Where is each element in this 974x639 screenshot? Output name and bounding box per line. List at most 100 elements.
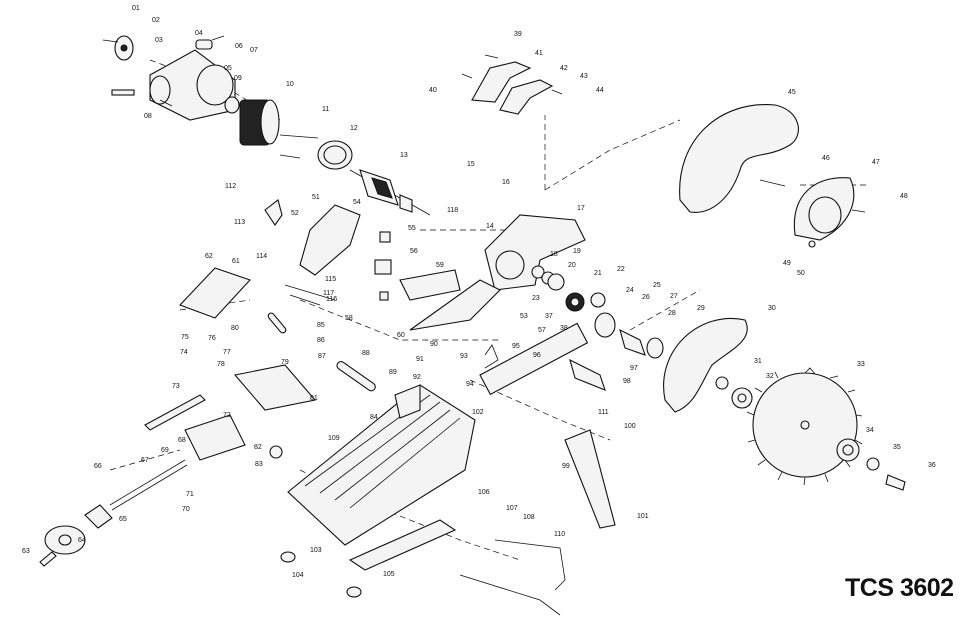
part-label-49: 49 — [783, 260, 791, 267]
part-label-39: 39 — [514, 31, 522, 38]
part-label-11: 11 — [322, 106, 329, 113]
part-label-76: 76 — [208, 335, 216, 342]
part-label-27: 27 — [670, 293, 678, 300]
part-label-03: 03 — [155, 37, 163, 44]
part-label-06: 06 — [235, 43, 243, 50]
part-label-41: 41 — [535, 50, 543, 57]
part-label-47: 47 — [872, 159, 880, 166]
part-label-100: 100 — [624, 423, 636, 430]
part-label-07: 07 — [250, 47, 258, 54]
part-label-82: 82 — [254, 444, 262, 451]
part-label-18: 18 — [550, 251, 558, 258]
part-label-14: 14 — [486, 223, 494, 230]
part-label-26: 26 — [642, 294, 650, 301]
part-label-96: 96 — [533, 352, 541, 359]
part-label-21: 21 — [594, 270, 602, 277]
part-label-05: 05 — [224, 65, 232, 72]
part-label-97: 97 — [630, 365, 638, 372]
part-label-20: 20 — [568, 262, 576, 269]
part-label-66: 66 — [94, 463, 102, 470]
part-label-40: 40 — [429, 87, 437, 94]
part-label-37: 37 — [545, 313, 553, 320]
part-label-19: 19 — [573, 248, 581, 255]
part-label-79: 79 — [281, 359, 289, 366]
part-label-103: 103 — [310, 547, 322, 554]
part-label-64: 64 — [78, 537, 86, 544]
part-label-115: 115 — [325, 276, 336, 283]
part-label-59: 59 — [436, 262, 444, 269]
part-label-57: 57 — [538, 327, 546, 334]
part-label-65: 65 — [119, 516, 127, 523]
part-label-117: 117 — [323, 290, 334, 297]
part-label-87: 87 — [318, 353, 326, 360]
model-title: TCS 3602 — [845, 574, 954, 602]
part-label-101: 101 — [637, 513, 649, 520]
part-label-81: 81 — [310, 395, 318, 402]
part-label-33: 33 — [857, 361, 865, 368]
armature-group — [349, 169, 431, 216]
motor-end-cap-group — [102, 35, 236, 121]
part-label-17: 17 — [577, 205, 585, 212]
part-label-88: 88 — [362, 350, 370, 357]
part-label-90: 90 — [430, 341, 438, 348]
part-label-10: 10 — [286, 81, 294, 88]
part-label-45: 45 — [788, 89, 796, 96]
part-label-61: 61 — [232, 258, 240, 265]
part-label-43: 43 — [580, 73, 588, 80]
part-label-95: 95 — [512, 343, 520, 350]
part-label-36: 36 — [928, 462, 936, 469]
part-label-30: 30 — [768, 305, 776, 312]
part-label-32: 32 — [766, 373, 774, 380]
part-label-93: 93 — [460, 353, 468, 360]
part-label-108: 108 — [523, 514, 535, 521]
part-label-105: 105 — [383, 571, 395, 578]
part-label-63: 63 — [22, 548, 30, 555]
handle-grip-group — [299, 204, 501, 331]
part-label-91: 91 — [416, 356, 424, 363]
part-label-116: 116 — [326, 296, 337, 303]
top-handle-group — [461, 54, 563, 115]
part-label-12: 12 — [350, 125, 358, 132]
base-group — [280, 322, 589, 598]
part-label-67: 67 — [141, 457, 149, 464]
part-label-35: 35 — [893, 444, 901, 451]
part-label-02: 02 — [152, 17, 160, 24]
part-label-25: 25 — [653, 282, 661, 289]
part-label-78: 78 — [217, 361, 225, 368]
part-label-51: 51 — [312, 194, 320, 201]
part-label-09: 09 — [234, 75, 242, 82]
part-label-113: 113 — [234, 219, 245, 226]
part-label-74: 74 — [180, 349, 188, 356]
part-label-54: 54 — [353, 199, 361, 206]
part-label-75: 75 — [181, 334, 189, 341]
part-label-34: 34 — [866, 427, 874, 434]
bracket-group — [459, 344, 616, 616]
part-label-102: 102 — [472, 409, 484, 416]
part-label-73: 73 — [172, 383, 180, 390]
part-label-28: 28 — [668, 310, 676, 317]
part-label-109: 109 — [328, 435, 340, 442]
part-label-58: 58 — [345, 315, 353, 322]
part-label-48: 48 — [900, 193, 908, 200]
part-label-112: 112 — [225, 183, 236, 190]
part-label-107: 107 — [506, 505, 518, 512]
part-label-110: 110 — [554, 531, 565, 538]
part-label-53: 53 — [520, 313, 528, 320]
part-label-15: 15 — [467, 161, 475, 168]
part-label-118: 118 — [447, 207, 458, 214]
part-label-68: 68 — [178, 437, 186, 444]
part-label-111: 111 — [598, 409, 609, 416]
switch-plate-group — [179, 199, 336, 319]
part-label-13: 13 — [400, 152, 408, 159]
part-label-104: 104 — [292, 572, 304, 579]
part-label-16: 16 — [502, 179, 510, 186]
part-label-52: 52 — [291, 210, 299, 217]
part-label-85: 85 — [317, 322, 325, 329]
upper-guard-group — [679, 104, 866, 248]
part-label-04: 04 — [195, 30, 203, 37]
part-label-92: 92 — [413, 374, 421, 381]
part-label-62: 62 — [205, 253, 213, 260]
